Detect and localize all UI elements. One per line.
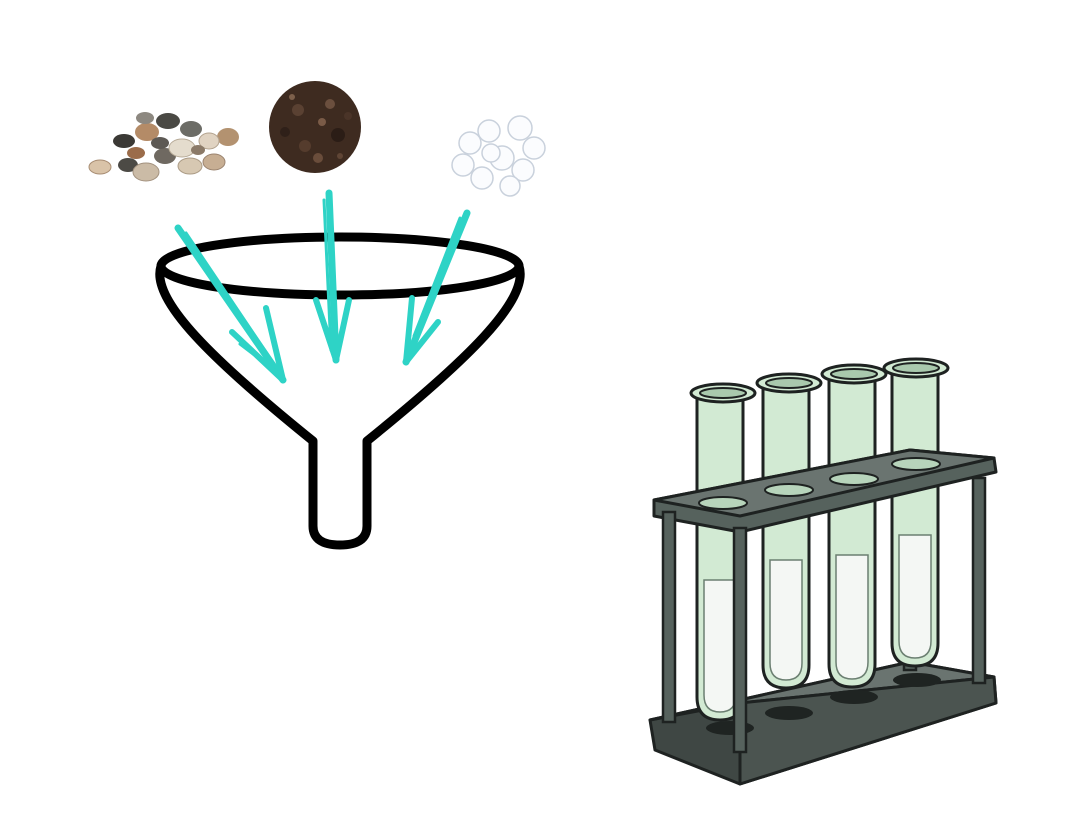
test-tube-2 (755, 372, 823, 690)
funnel-icon (155, 232, 525, 550)
soil-icon (269, 81, 361, 173)
test-tube-3 (820, 363, 888, 689)
test-tube-4 (882, 357, 950, 668)
test-tube-1 (689, 382, 757, 722)
arrow-icon (174, 189, 471, 384)
test-tube-rack-icon (648, 357, 998, 786)
cotton-balls-icon (451, 115, 546, 197)
pebbles-icon (88, 112, 239, 182)
